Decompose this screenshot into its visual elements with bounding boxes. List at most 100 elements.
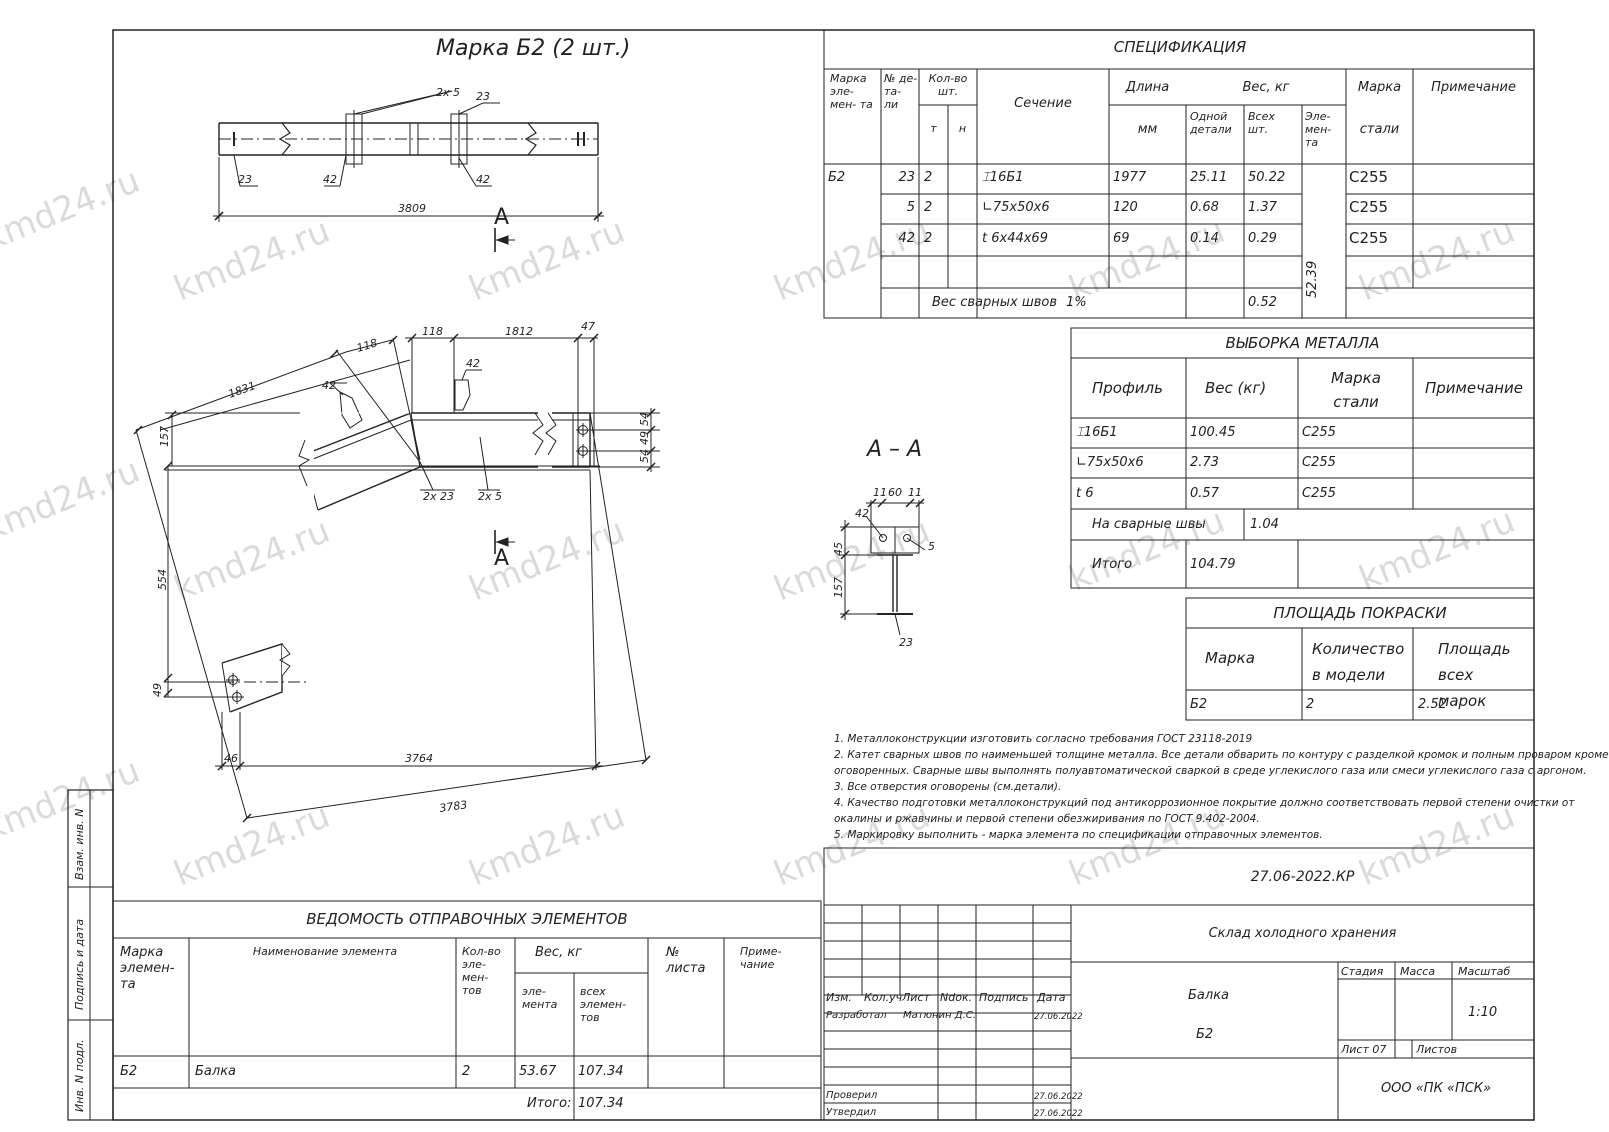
drawing-name: Балка bbox=[1188, 988, 1230, 1003]
col-header: Кол-во шт. bbox=[928, 72, 968, 98]
col-header: Кол-во эле- мен- тов bbox=[462, 945, 501, 997]
table-cell: С255 bbox=[1302, 425, 1336, 440]
section-mark: А bbox=[494, 546, 510, 571]
table-cell: С255 bbox=[1302, 486, 1336, 501]
dim-42: 42 bbox=[855, 507, 869, 520]
stamp-header: Ndок. bbox=[940, 991, 973, 1004]
table-cell: Б2 bbox=[120, 1064, 138, 1079]
table-cell: 0.29 bbox=[1248, 231, 1277, 246]
table-cell: Балка bbox=[195, 1064, 237, 1079]
dim-1812: 1812 bbox=[505, 325, 533, 338]
table-cell: 53.67 bbox=[519, 1064, 557, 1079]
weld-value: 0.52 bbox=[1248, 295, 1277, 310]
total-label: Итого bbox=[1092, 557, 1133, 572]
col-header: Сечение bbox=[1014, 96, 1072, 111]
dim-23: 23 bbox=[476, 90, 490, 103]
dim-1831: 1831 bbox=[227, 379, 258, 401]
table-cell: Б2 bbox=[828, 170, 846, 185]
col-header: Примечание bbox=[1431, 80, 1516, 95]
col-header: Примечание bbox=[1425, 379, 1523, 397]
table-cell: 2 bbox=[924, 170, 933, 185]
stamp-header: Подпись bbox=[979, 991, 1029, 1004]
col-header: Марка bbox=[1205, 649, 1255, 667]
table-cell: 2.73 bbox=[1190, 455, 1219, 470]
scale-label: Масштаб bbox=[1458, 965, 1511, 978]
dim-3764: 3764 bbox=[405, 752, 433, 765]
dim-157: 157 bbox=[158, 426, 171, 447]
sheets-count: Листов bbox=[1416, 1043, 1458, 1056]
table-cell: 69 bbox=[1113, 231, 1130, 246]
col-header: Одной детали bbox=[1190, 110, 1232, 136]
dim-49: 49 bbox=[151, 683, 164, 697]
note-line: 4. Качество подготовки металлоконструкци… bbox=[834, 797, 1575, 809]
dim-11: 11 bbox=[908, 486, 922, 499]
table-title: СПЕЦИФИКАЦИЯ bbox=[1113, 38, 1247, 56]
table-title: ПЛОЩАДЬ ПОКРАСКИ bbox=[1273, 604, 1447, 622]
note-line: окалины и ржавчины и первой степени обез… bbox=[834, 813, 1260, 825]
object-name: Склад холодного хранения bbox=[1208, 926, 1397, 941]
col-header: Марка bbox=[1357, 80, 1402, 95]
dim-47: 47 bbox=[581, 320, 595, 333]
view-title: Марка Б2 (2 шт.) bbox=[436, 36, 631, 61]
checker-date: 27.06.2022 bbox=[1034, 1092, 1083, 1102]
col-header: № де- та- ли bbox=[884, 72, 918, 111]
col-header: Площадь всех марок bbox=[1438, 640, 1511, 710]
dim-46: 46 bbox=[224, 752, 238, 765]
dim-118: 118 bbox=[355, 336, 379, 355]
weld-value: 1.04 bbox=[1250, 517, 1279, 532]
table-cell: С255 bbox=[1349, 198, 1389, 216]
dim-23: 23 bbox=[238, 173, 252, 186]
stamp-header: Лист bbox=[902, 991, 930, 1004]
dim-54: 54 bbox=[638, 449, 651, 463]
col-header: Вес, кг bbox=[535, 945, 583, 960]
col-header: Всех шт. bbox=[1248, 110, 1275, 136]
table-cell: t 6 bbox=[1076, 486, 1094, 501]
table-cell: 2 bbox=[924, 231, 933, 246]
developer-name: Матюнин Д.С. bbox=[903, 1010, 976, 1021]
dim-157: 157 bbox=[832, 577, 845, 598]
dim-5: 5 bbox=[928, 540, 935, 553]
developer-date: 27.06.2022 bbox=[1034, 1012, 1083, 1022]
weld-label: На сварные швы bbox=[1092, 517, 1206, 532]
mass-label: Масса bbox=[1400, 965, 1436, 978]
col-header: т bbox=[930, 122, 937, 135]
dim-42: 42 bbox=[476, 173, 490, 186]
total-label: Итого: bbox=[527, 1096, 572, 1111]
scale-value: 1:10 bbox=[1468, 1005, 1498, 1020]
col-header: Вес (кг) bbox=[1205, 379, 1267, 397]
table-cell: 5 bbox=[906, 200, 915, 215]
dim-60: 60 bbox=[888, 486, 902, 499]
table-cell: 23 bbox=[898, 170, 915, 185]
side-original-inventory: Инв. N подл. bbox=[73, 1039, 86, 1112]
table-cell: 107.34 bbox=[578, 1064, 624, 1079]
total-value: 107.34 bbox=[578, 1096, 624, 1111]
dim-11: 11 bbox=[873, 486, 887, 499]
drawing-mark: Б2 bbox=[1196, 1027, 1214, 1042]
dim-2x23: 2х 23 bbox=[423, 490, 454, 503]
dim-45: 45 bbox=[832, 542, 845, 556]
table-cell: 1977 bbox=[1113, 170, 1147, 185]
col-header: всех элемен- тов bbox=[580, 985, 627, 1024]
approver-date: 27.06.2022 bbox=[1034, 1109, 1083, 1119]
dim-23: 23 bbox=[899, 636, 913, 649]
table-cell: ⌶16Б1 bbox=[982, 170, 1024, 185]
col-header: Марка элемен- та bbox=[120, 945, 175, 992]
dim-3783: 3783 bbox=[439, 798, 469, 815]
col-header: № листа bbox=[666, 945, 706, 976]
dim-2x5: 2х 5 bbox=[436, 86, 460, 99]
col-header: Длина bbox=[1125, 80, 1170, 95]
table-cell: ⌶16Б1 bbox=[1076, 425, 1118, 440]
dim-42: 42 bbox=[322, 379, 336, 392]
stamp-header: Кол.уч bbox=[864, 991, 903, 1004]
table-cell: ∟75х50х6 bbox=[982, 200, 1050, 215]
note-line: 2. Катет сварных швов по наименьшей толщ… bbox=[834, 749, 1609, 761]
side-replacement-inventory: Взам. инв. N bbox=[73, 808, 86, 880]
table-cell: 0.57 bbox=[1190, 486, 1219, 501]
table-cell: t 6х44х69 bbox=[982, 231, 1048, 246]
col-header: Приме- чание bbox=[740, 945, 782, 971]
table-cell: С255 bbox=[1349, 168, 1389, 186]
table-title: ВЫБОРКА МЕТАЛЛА bbox=[1225, 334, 1380, 352]
section-mark: А bbox=[494, 205, 510, 230]
col-header: н bbox=[958, 122, 967, 135]
